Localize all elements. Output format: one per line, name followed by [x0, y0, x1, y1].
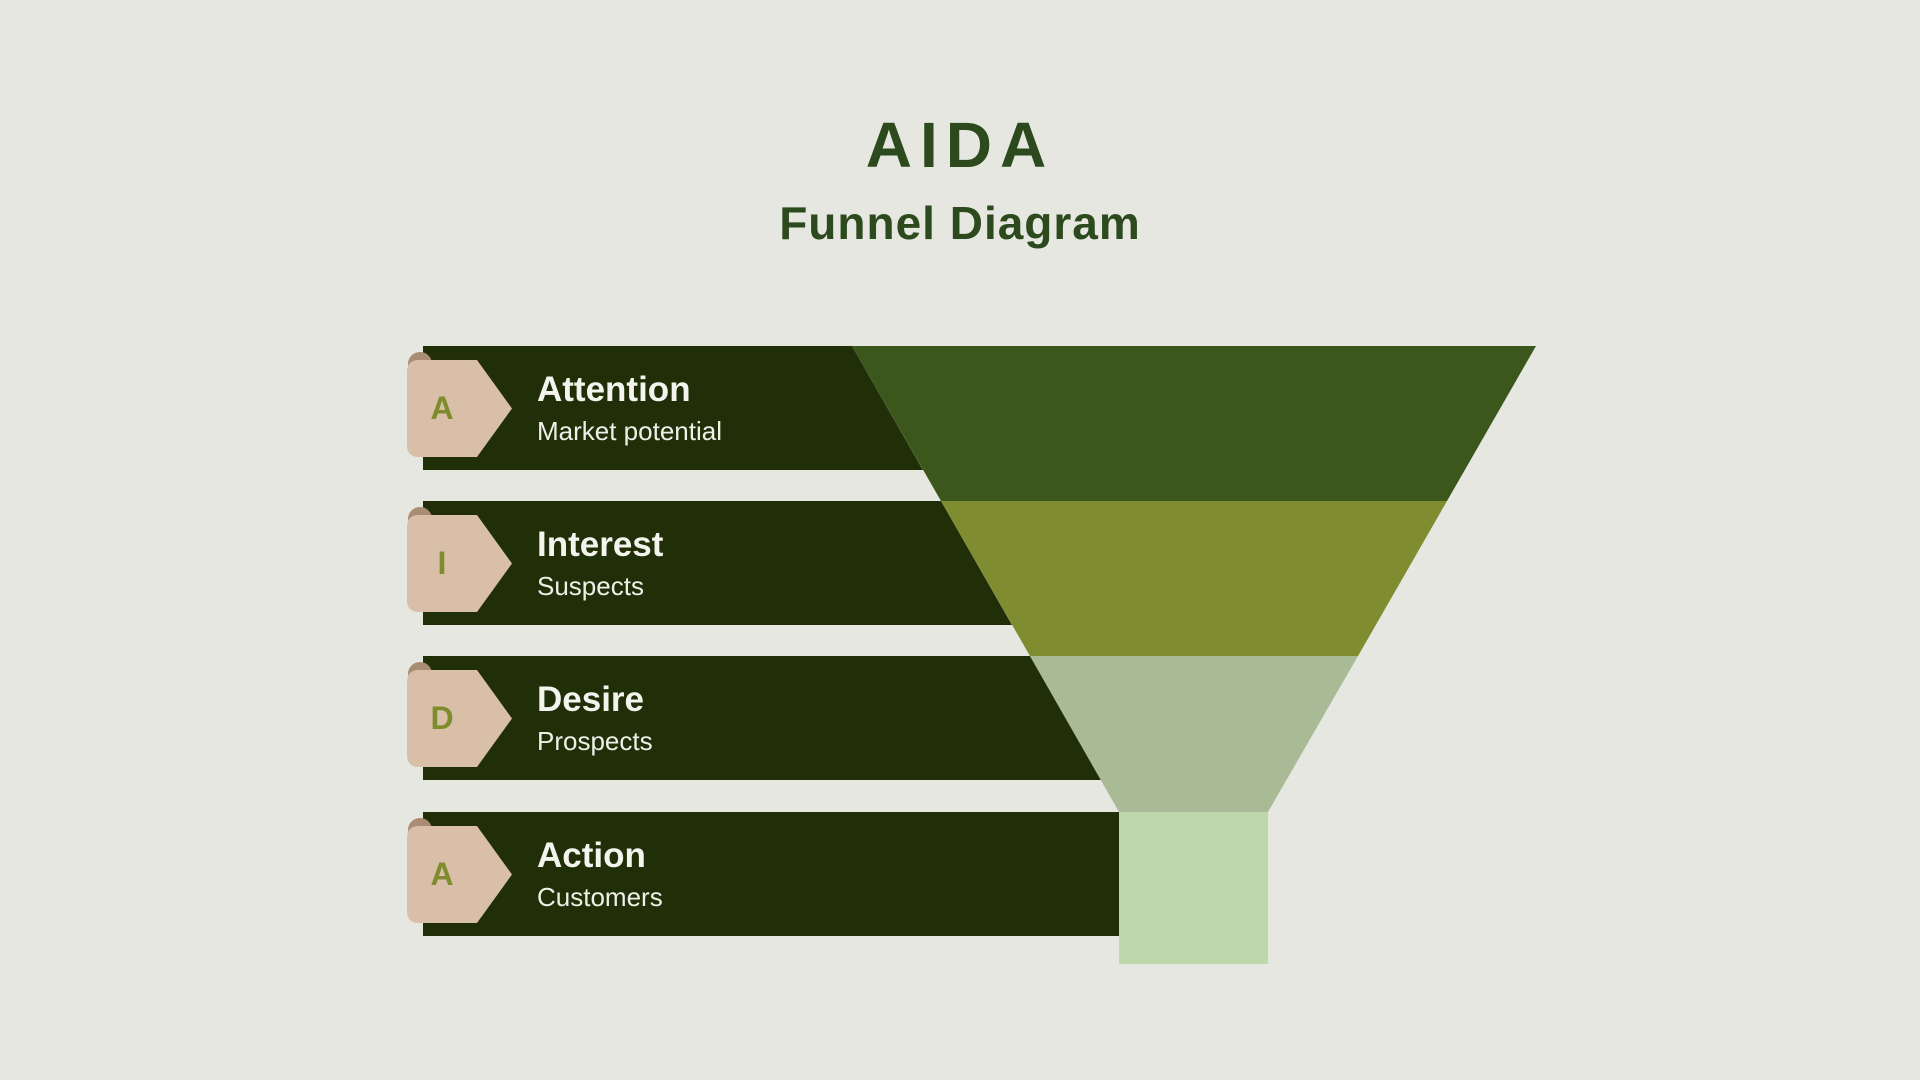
page-title: AIDA [865, 109, 1055, 181]
stage-badge-desire [407, 670, 512, 767]
page-subtitle: Funnel Diagram [779, 197, 1141, 249]
stage-text-interest: Interest Suspects [537, 525, 663, 602]
stage-letter-attention: A [430, 390, 454, 426]
funnel-stem-action [1119, 812, 1268, 964]
stage-sublabel: Prospects [537, 726, 653, 757]
stage-bar-interest [423, 501, 1012, 625]
stage-letter-desire: D [430, 700, 454, 736]
stage-text-action: Action Customers [537, 836, 663, 913]
stage-label: Desire [537, 680, 645, 719]
stage-label: Attention [537, 370, 691, 409]
stage-label: Interest [537, 525, 664, 564]
title-block: AIDA Funnel Diagram [0, 108, 1920, 250]
funnel-segment-interest [941, 501, 1447, 656]
stage-bar-action [423, 812, 1119, 936]
stage-sublabel: Customers [537, 882, 663, 913]
stage-letter-interest: I [437, 545, 447, 581]
stage-letter-action: A [430, 856, 454, 892]
stage-badge-action [407, 826, 512, 923]
stage-badge-attention [407, 360, 512, 457]
stage-sublabel: Market potential [537, 416, 722, 447]
funnel-segment-desire [1030, 656, 1358, 812]
stage-bar-desire [423, 656, 1101, 780]
stage-label: Action [537, 836, 646, 875]
funnel-segment-attention [852, 346, 1536, 501]
stage-bar-attention [423, 346, 923, 470]
stage-text-desire: Desire Prospects [537, 680, 653, 757]
stage-sublabel: Suspects [537, 571, 644, 602]
stage-text-attention: Attention Market potential [537, 370, 722, 447]
stage-badge-interest [407, 515, 512, 612]
